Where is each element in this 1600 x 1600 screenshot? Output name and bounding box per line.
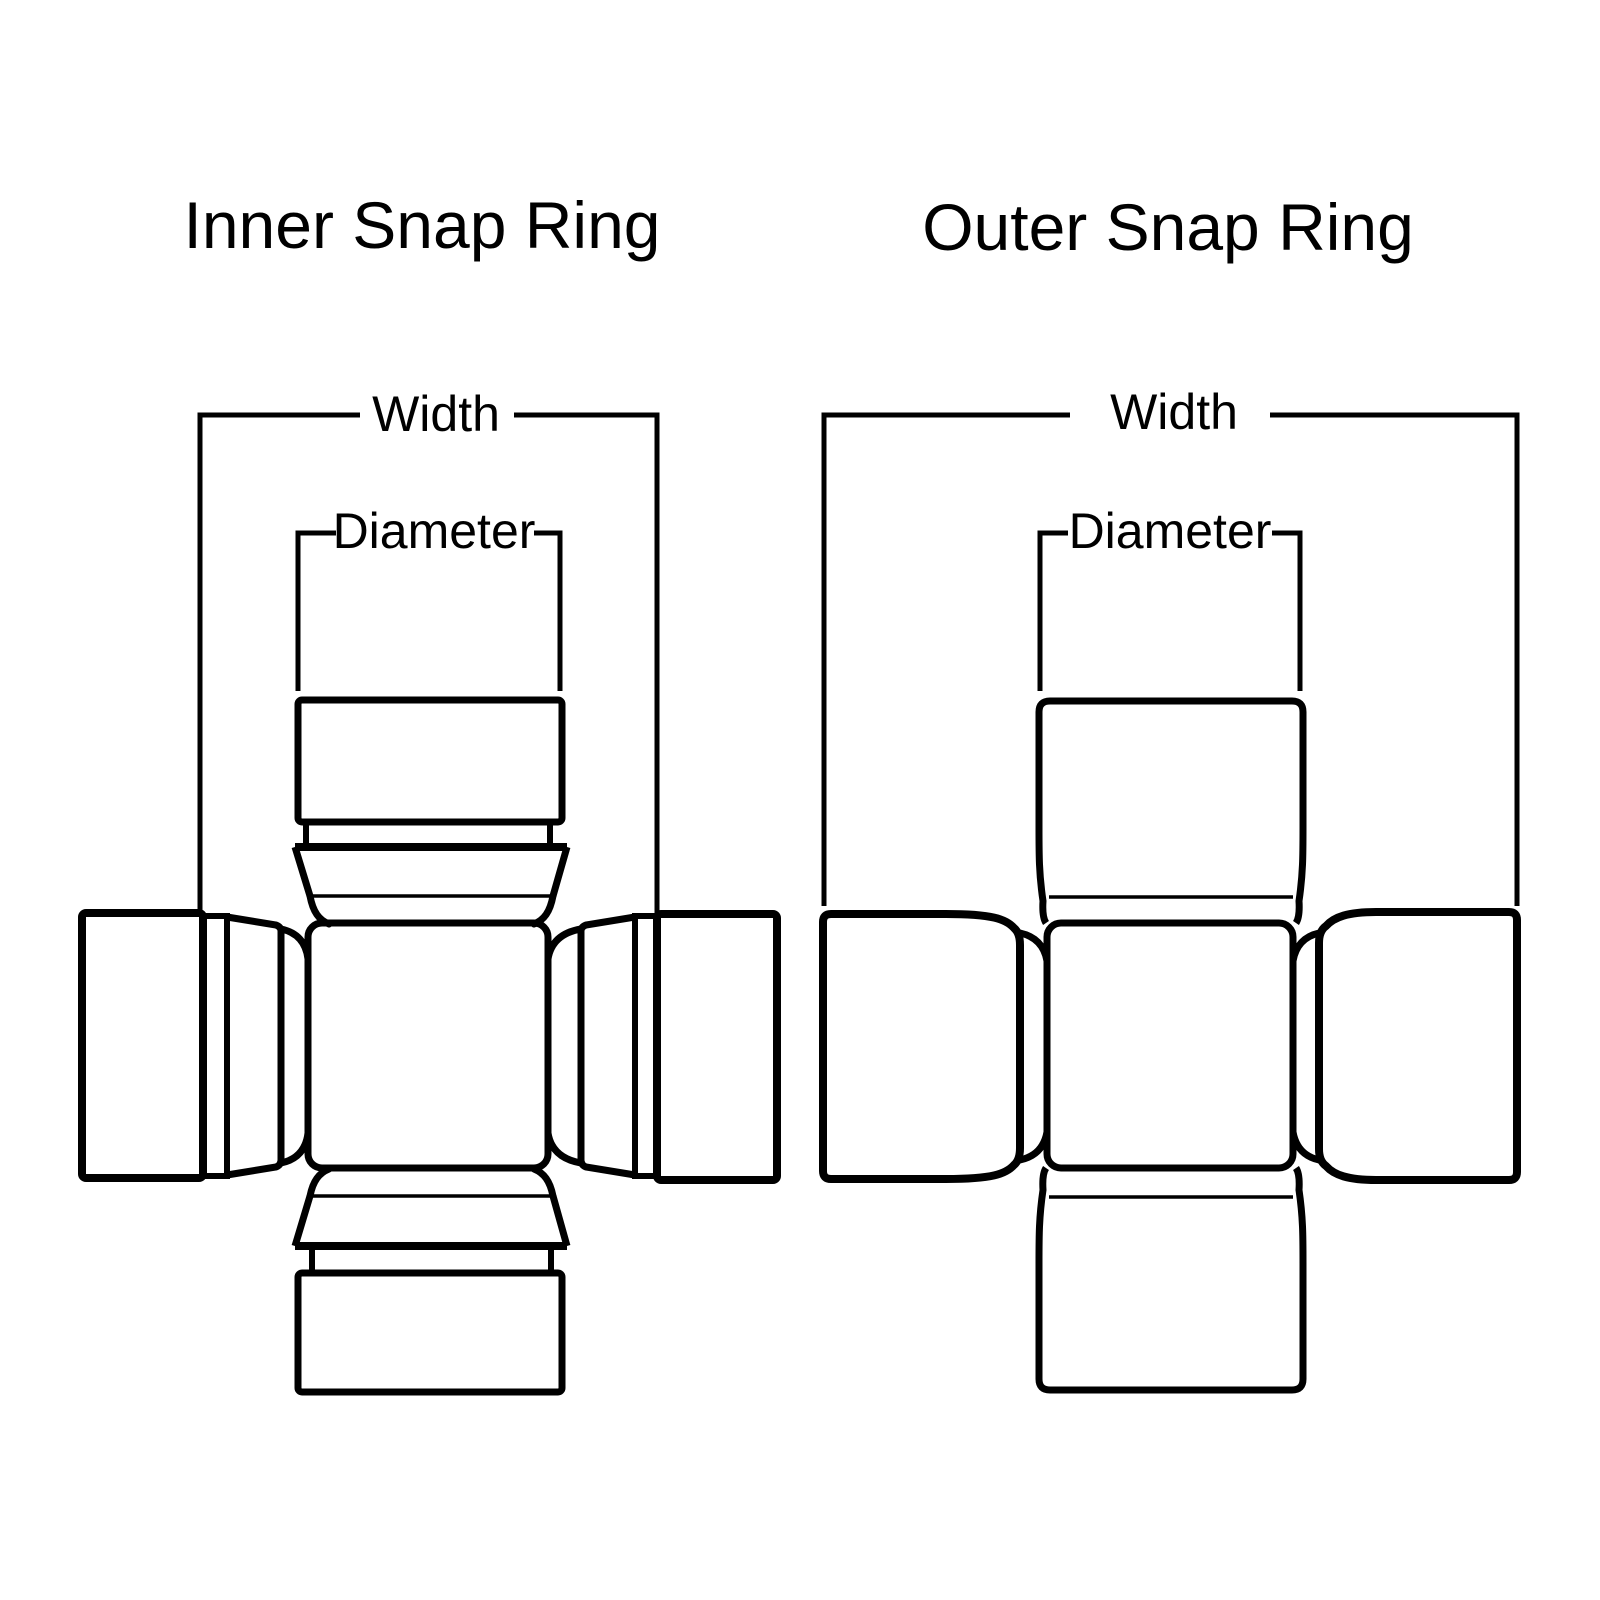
diameter-bracket-left-line [1037, 530, 1068, 691]
diameter-bracket-right-line [1272, 530, 1303, 691]
right-bottom-trunnion-fillet [544, 1129, 585, 1167]
width-bracket-right-line [514, 412, 660, 913]
width-dimension-bracket: Width [821, 384, 1520, 906]
width-dimension-label: Width [1110, 384, 1238, 440]
cross-center-body [1043, 919, 1297, 1172]
top-bearing-cap [1035, 697, 1307, 925]
bottom-bearing-cap [1035, 1166, 1307, 1394]
bottom-trunnion-neck [306, 1165, 557, 1200]
left-bearing-cap-assembly [819, 910, 1051, 1183]
right-bearing-cap [653, 910, 781, 1184]
right-bearing-cap-assembly [1289, 908, 1521, 1184]
cross-center-body [304, 919, 552, 1172]
left-bottom-trunnion-fillet [277, 1129, 312, 1167]
top-bearing-cap [294, 696, 566, 826]
top-bearing-cap-assembly [291, 696, 571, 928]
left-bearing-cap [78, 909, 207, 1182]
right-bearing-cap [1315, 908, 1521, 1184]
top-seal-taper-sides [291, 845, 571, 898]
diameter-bracket-right-line [534, 530, 563, 691]
inner-u-joint-cross-drawing [78, 696, 781, 1396]
bottom-bearing-cap-assembly [1035, 1166, 1307, 1394]
diameter-dimension-label: Diameter [1069, 503, 1272, 559]
left-bearing-cap [819, 910, 1024, 1183]
diameter-dimension-label: Diameter [333, 503, 536, 559]
outer-u-joint-cross-drawing [819, 697, 1521, 1394]
outer-snap-ring-title: Outer Snap Ring [922, 190, 1414, 264]
right-top-trunnion-fillet [544, 925, 585, 963]
diameter-bracket-left-line [295, 530, 336, 691]
outer-snap-ring-diagram: Outer Snap Ring Width Diameter [819, 190, 1521, 1394]
right-seal-ring [577, 913, 636, 1179]
left-top-trunnion-fillet [1016, 929, 1051, 965]
width-bracket-left-line [821, 412, 1070, 906]
diameter-dimension-bracket: Diameter [1037, 503, 1303, 691]
width-dimension-bracket: Width [197, 386, 660, 913]
width-dimension-label: Width [372, 386, 500, 442]
top-bearing-cap-assembly [1035, 697, 1307, 925]
bottom-seal-taper-sides [291, 1194, 571, 1248]
width-bracket-right-line [1270, 412, 1520, 906]
left-bearing-cap-assembly [78, 909, 312, 1182]
diameter-dimension-bracket: Diameter [295, 503, 563, 691]
inner-snap-ring-diagram: Inner Snap Ring Width Diameter [78, 188, 781, 1396]
bottom-bearing-cap [294, 1269, 566, 1396]
left-seal-ring [226, 913, 285, 1179]
inner-snap-ring-title: Inner Snap Ring [184, 188, 661, 262]
left-inner-snap-ring [200, 913, 230, 1179]
bottom-bearing-cap-assembly [291, 1165, 571, 1396]
left-bottom-trunnion-fillet [1016, 1128, 1051, 1164]
left-top-trunnion-fillet [277, 925, 312, 963]
width-bracket-left-line [197, 412, 360, 911]
right-bearing-cap-assembly [544, 910, 781, 1184]
